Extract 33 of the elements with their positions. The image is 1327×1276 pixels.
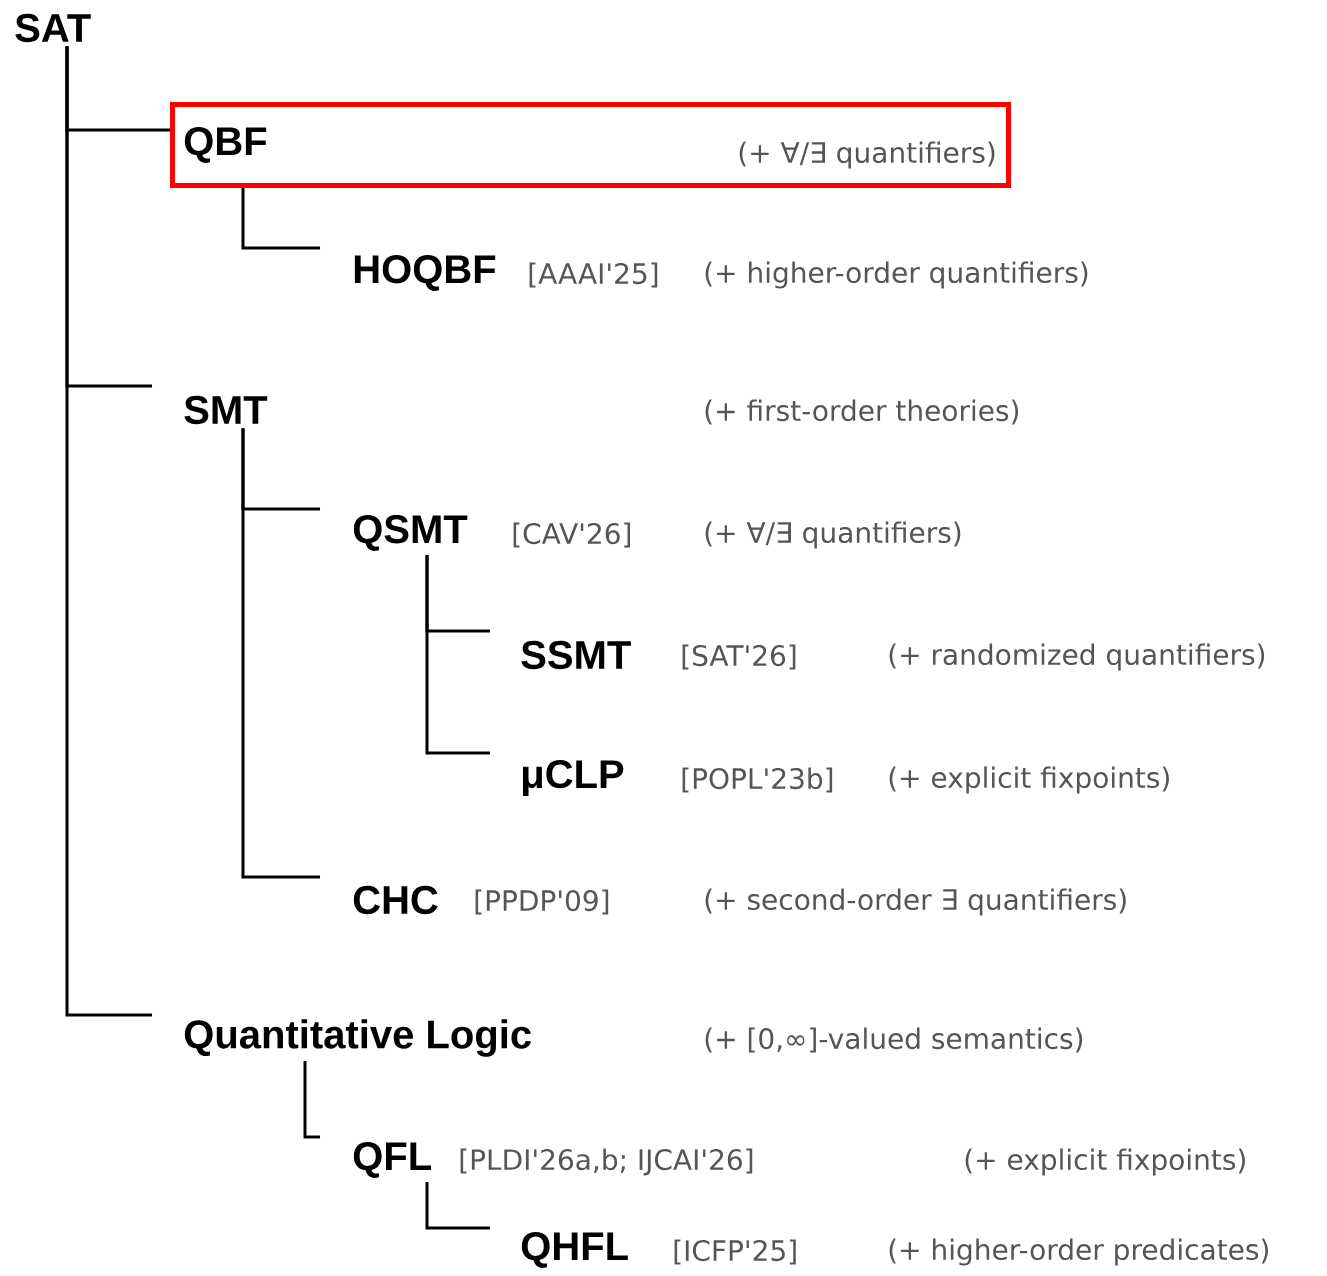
term-label: HOQBF [354, 255, 496, 291]
term-label: Quantitative Logic [184, 1019, 531, 1057]
tree-connector [303, 1060, 320, 1139]
term-label: SAT [15, 13, 91, 43]
highlight-box: QBF (+ ∀/∃ quantifiers) [170, 102, 1011, 188]
citation-label: [SAT'26] [682, 644, 796, 670]
description-label: (+ higher-order quantifiers) [705, 261, 1088, 289]
description-label: [PLDI'26a,b; IJCAI'26] [460, 1148, 753, 1176]
description-label: (+ second-order ∃ quantifiers) [705, 888, 1126, 916]
term-label: μCLP [523, 759, 624, 796]
term-label: QHFL [521, 1232, 628, 1268]
citation-label: [POPL'23b] [682, 767, 833, 793]
description-label: (+ [0,∞]-valued semantics) [705, 1027, 1083, 1053]
tree-connector [425, 555, 490, 755]
description-label: (+ explicit fixpoints) [889, 766, 1169, 794]
term-label: CHC [353, 885, 438, 915]
citation-label: [PPDP'09] [475, 889, 609, 915]
description-label: (+ first-order theories) [705, 399, 1019, 425]
citation-label: [ICFP'25] [674, 1239, 796, 1265]
tree-connector [425, 1182, 490, 1230]
term-label: SMT [184, 395, 268, 425]
description-label: (+ explicit fixpoints) [965, 1148, 1245, 1176]
tree-connector [241, 188, 320, 250]
citation-label: [AAAI'25] [529, 262, 658, 288]
description-label: (+ ∀/∃ quantifiers) [705, 521, 961, 549]
term-label: QFL [353, 1142, 431, 1178]
description-label: (+ randomized quantifiers) [889, 643, 1265, 671]
citation-label: [CAV'26] [513, 522, 631, 548]
tree-connector [65, 46, 152, 1017]
term-label: SSMT [521, 640, 631, 670]
term-label: QSMT [353, 515, 468, 551]
tree-connector [241, 428, 320, 879]
description-label: (+ higher-order predicates) [889, 1238, 1268, 1266]
